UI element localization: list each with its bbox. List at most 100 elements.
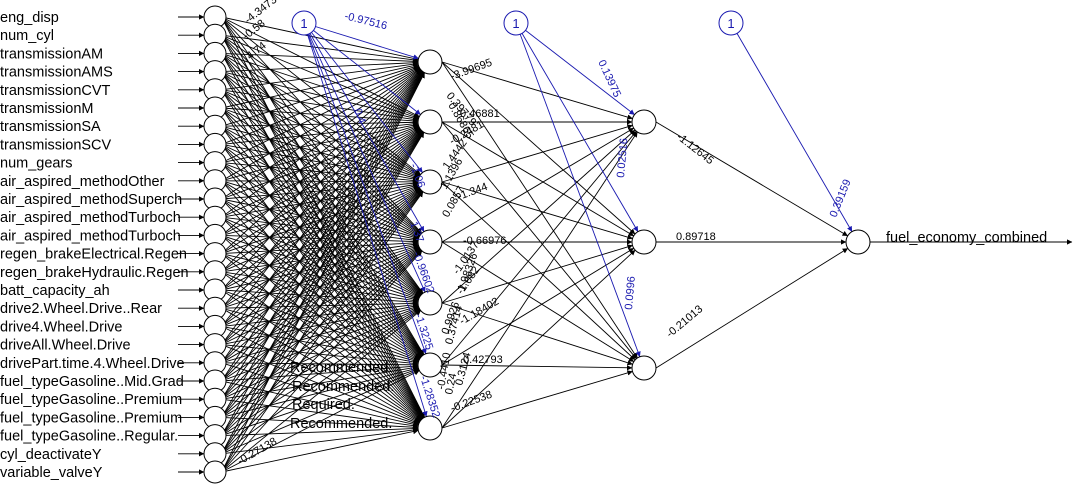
- bias1-edge-0: [303, 22, 419, 60]
- edge-input-19-hidden1-6: [221, 362, 419, 426]
- input-label-7: transmissionSCV: [0, 137, 112, 153]
- hidden1-node-5: [417, 352, 443, 378]
- edge-input-10-hidden1-0: [221, 68, 421, 200]
- hidden1-6-weight-1: 0.24: [443, 372, 459, 395]
- edge-input-21-hidden1-6: [221, 398, 419, 429]
- edge-input-24-hidden1-2: [221, 191, 424, 455]
- edge-input-7-hidden1-6: [221, 144, 424, 419]
- input-label-9: air_aspired_methodOther: [0, 174, 165, 190]
- input-label-15: batt_capacity_ah: [0, 283, 110, 299]
- bias-node-label-1: 1: [300, 16, 307, 31]
- bias1-edge-3: [303, 22, 425, 232]
- input-label-4: transmissionCVT: [0, 83, 111, 99]
- edge-input-22-hidden1-6: [221, 416, 419, 430]
- hidden1-node-1: [417, 109, 443, 135]
- input-label-19: drivePart.time.4.Wheel.Drive: [0, 356, 185, 372]
- edge-input-3-hidden1-4: [221, 71, 423, 295]
- output-node: [845, 229, 871, 255]
- edge-hidden1-4-hidden2-2: [441, 302, 633, 366]
- bias2-edge-0: [515, 22, 635, 116]
- edge-input-25-hidden1-5: [221, 370, 420, 473]
- hidden2-output-weight-1: 0.89718: [676, 231, 716, 243]
- edge-input-16-hidden1-0: [221, 70, 423, 309]
- edge-input-16-hidden1-6: [221, 307, 420, 423]
- bias-node-1: [291, 10, 317, 36]
- edge-input-23-hidden1-6: [221, 425, 419, 437]
- edge-input-9-hidden1-3: [221, 180, 419, 240]
- edge-input-13-hidden1-6: [221, 253, 422, 421]
- hidden1-5-weight-0: 0.42793: [463, 354, 503, 366]
- edge-input-9-hidden1-0: [221, 67, 420, 182]
- input-weight-2: 4.74: [244, 40, 268, 63]
- edge-input-0-hidden1-4: [221, 16, 424, 294]
- edge-input-14-hidden1-6: [221, 271, 421, 422]
- edge-input-25-hidden1-6: [221, 428, 419, 473]
- edge-input-8-hidden1-0: [221, 66, 420, 164]
- hidden1-6-weight-0: -0.22538: [449, 389, 494, 415]
- edge-input-5-hidden1-6: [221, 107, 424, 419]
- edge-hidden1-0-hidden2-2: [441, 61, 638, 359]
- edge-input-4-hidden1-4: [221, 89, 422, 295]
- bias1-edge-2: [303, 22, 423, 173]
- edge-input-8-hidden1-6: [221, 162, 423, 419]
- edge-input-19-hidden1-0: [221, 71, 424, 364]
- edge-hidden1-3-hidden2-0: [441, 127, 634, 243]
- edge-input-6-hidden1-0: [221, 64, 419, 127]
- edge-input-6-hidden1-5: [221, 125, 423, 357]
- edge-hidden1-6-hidden2-0: [441, 131, 638, 429]
- edge-input-2-hidden1-5: [221, 53, 424, 356]
- bias1-weight-0: -0.97516: [343, 10, 388, 32]
- input-label-22: fuel_typeGasoline..Premium: [0, 410, 182, 426]
- input-label-8: num_gears: [0, 156, 73, 172]
- edge-hidden1-4-hidden2-0: [441, 129, 636, 304]
- edge-input-23-hidden1-3: [221, 249, 422, 436]
- edge-input-24-hidden1-1: [221, 131, 424, 455]
- edge-hidden1-0-hidden2-1: [441, 61, 636, 235]
- edge-hidden1-4-hidden2-1: [441, 244, 633, 304]
- bias1-edge-6: [303, 22, 428, 417]
- hidden1-node-3: [417, 229, 443, 255]
- edge-input-23-hidden1-1: [221, 131, 424, 436]
- edge-input-6-hidden1-6: [221, 125, 424, 419]
- input-label-10: air_aspired_methodSuperch: [0, 192, 182, 208]
- edge-input-7-hidden1-5: [221, 144, 423, 357]
- output-label: fuel_economy_combined: [886, 230, 1047, 246]
- edge-hidden1-5-hidden2-0: [441, 130, 637, 366]
- hidden2-output-weight-2: -0.21013: [664, 303, 705, 340]
- input-label-17: drive4.Wheel.Drive: [0, 319, 123, 335]
- edge-hidden1-2-hidden2-2: [441, 181, 636, 361]
- bias-node-label-3: 1: [727, 16, 734, 31]
- input-label-24: cyl_deactivateY: [0, 447, 102, 463]
- edge-input-7-hidden1-0: [221, 65, 420, 145]
- edge-input-25-hidden1-1: [221, 132, 425, 473]
- input-label-2: transmissionAM: [0, 46, 103, 62]
- input-label-25: variable_valveY: [0, 465, 103, 481]
- edge-input-24-hidden1-6: [221, 427, 419, 455]
- edge-input-8-hidden1-2: [221, 162, 419, 184]
- edge-input-24-hidden1-5: [221, 369, 420, 455]
- edge-input-18-hidden1-6: [221, 344, 420, 425]
- bias1-edge-1: [303, 22, 421, 115]
- hidden2-node-2: [631, 355, 657, 381]
- input-label-5: transmissionM: [0, 101, 93, 117]
- input-label-12: air_aspired_methodTurboch: [0, 228, 181, 244]
- fuel-type-suffix-2: Required.: [292, 397, 355, 413]
- edge-input-1-hidden1-4: [221, 34, 423, 294]
- bias3-edge: [730, 22, 853, 232]
- hidden1-node-2: [417, 169, 443, 195]
- edge-input-14-hidden1-0: [221, 70, 422, 273]
- hidden2-output-weight-0: -1.12645: [674, 131, 716, 167]
- edge-input-13-hidden1-0: [221, 69, 422, 254]
- input-label-6: transmissionSA: [0, 119, 101, 135]
- edge-input-23-hidden1-2: [221, 190, 423, 436]
- input-label-1: num_cyl: [0, 28, 54, 44]
- edge-input-12-hidden1-0: [221, 69, 422, 236]
- edge-input-22-hidden1-0: [221, 72, 425, 418]
- input-label-13: regen_brakeElectrical.Regen: [0, 247, 187, 263]
- edge-input-25-hidden1-2: [221, 191, 424, 473]
- edge-hidden1-2-hidden2-0: [441, 124, 633, 183]
- edge-input-25-hidden1-4: [221, 310, 421, 473]
- edge-hidden1-1-hidden2-1: [441, 121, 634, 237]
- edge-hidden1-0-hidden2-0: [441, 61, 633, 120]
